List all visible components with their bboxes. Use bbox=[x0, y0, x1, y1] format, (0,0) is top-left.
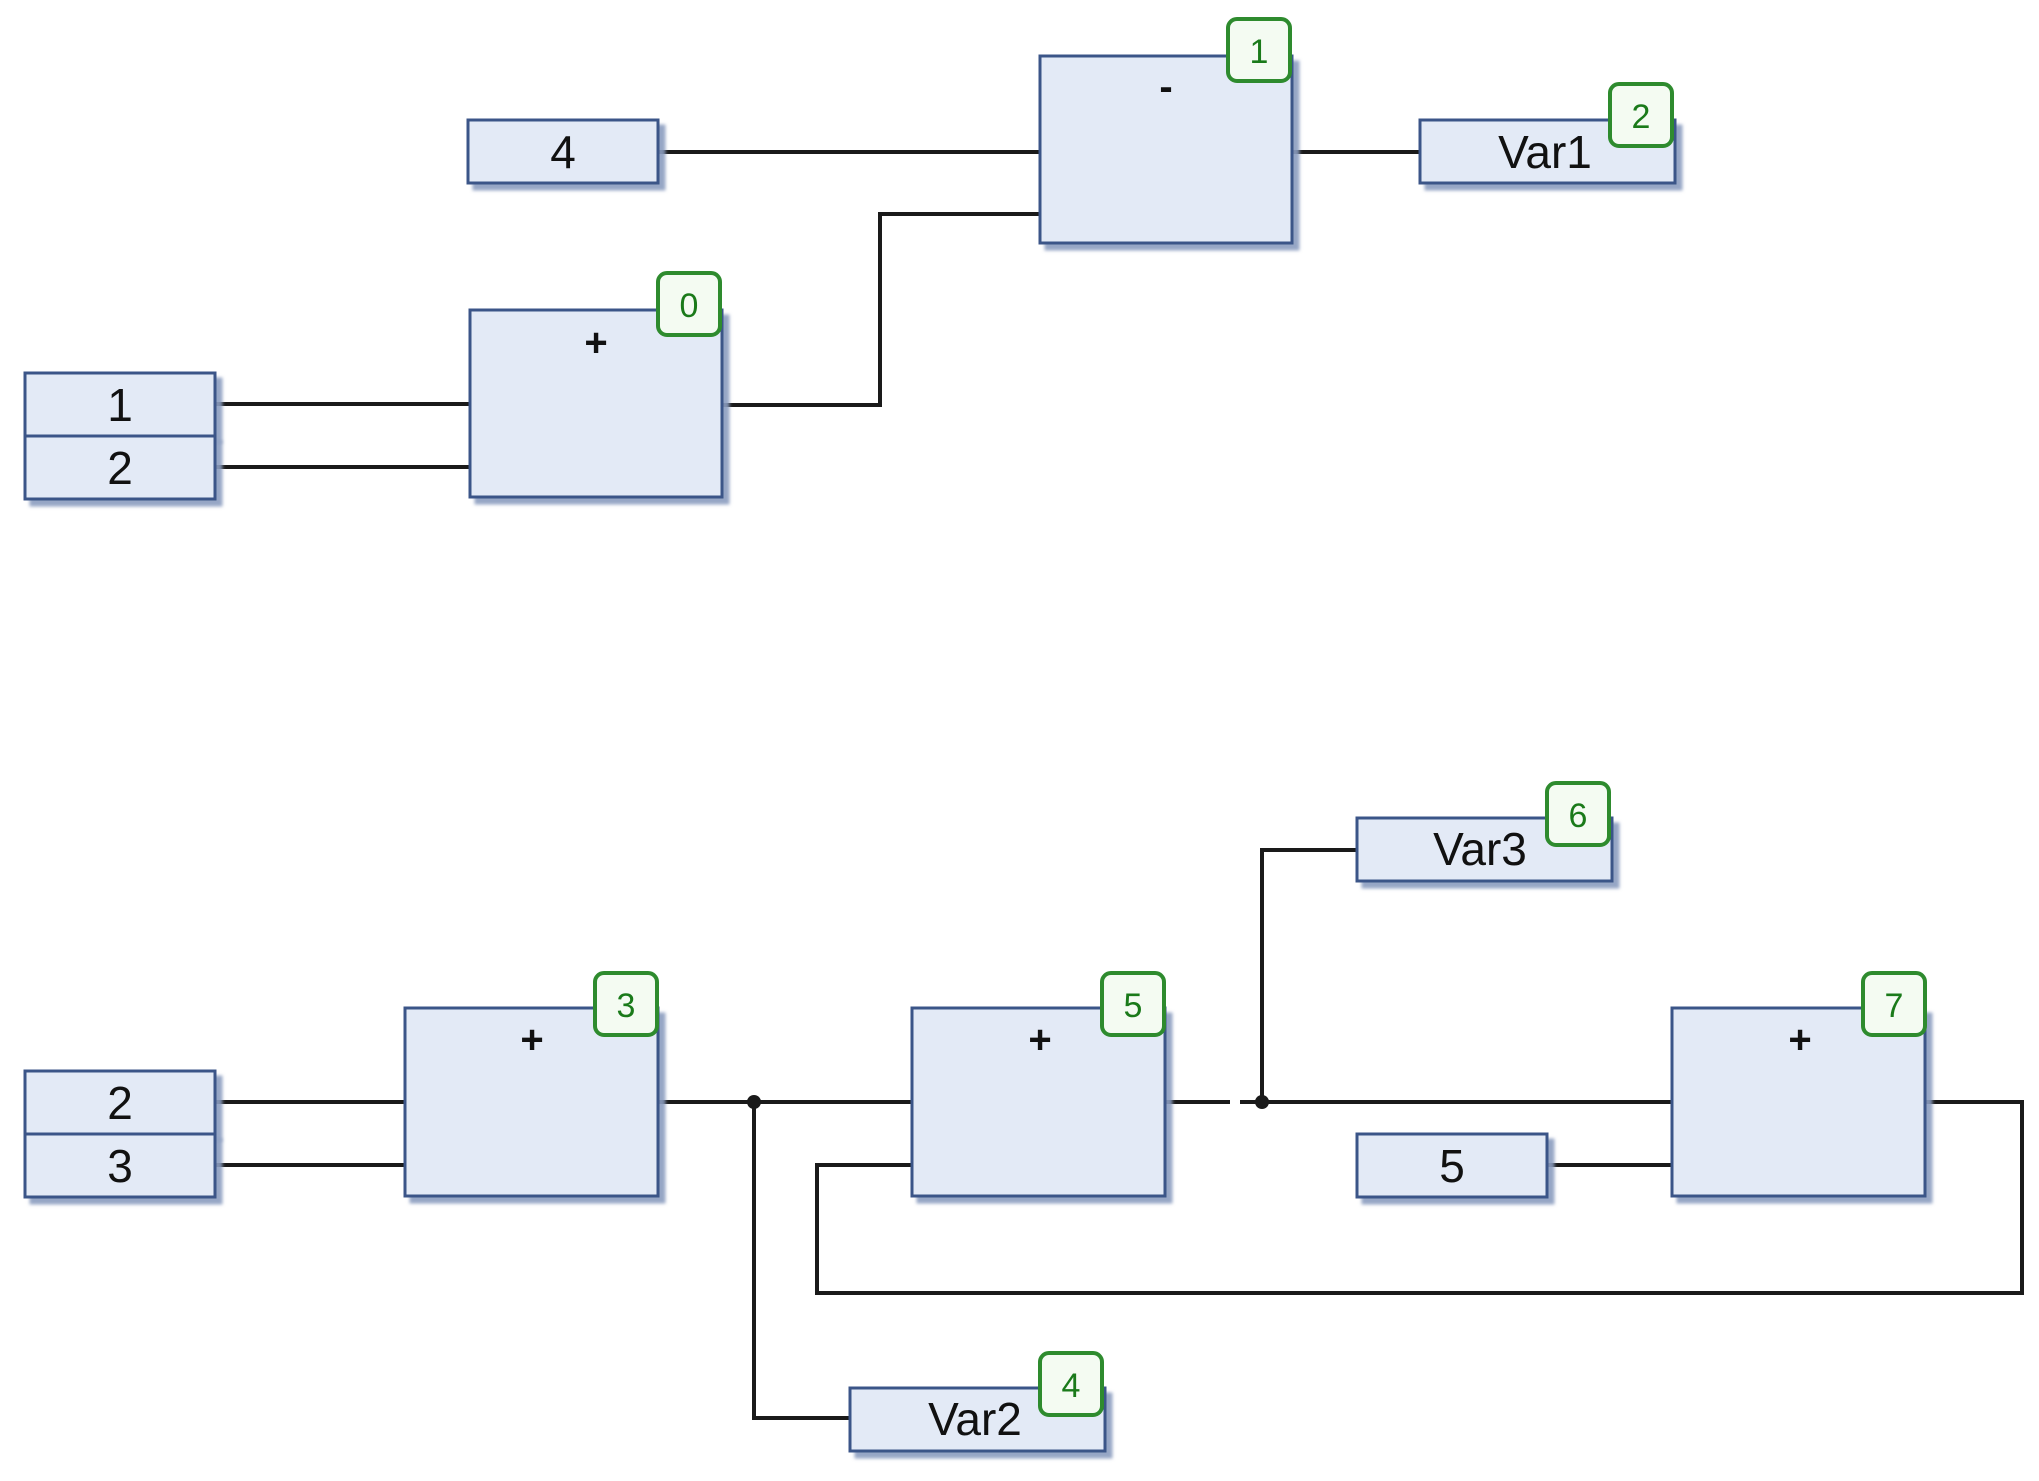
constant-block-5[interactable]: 5 bbox=[1355, 1132, 1549, 1199]
wire-junction-to-var3[interactable] bbox=[1260, 848, 1357, 1102]
execution-order-badge: 5 bbox=[1100, 971, 1166, 1037]
wire-junction-to-var2[interactable] bbox=[752, 1102, 850, 1420]
svg-text:4: 4 bbox=[1062, 1367, 1081, 1405]
constant-block-3[interactable]: 3 bbox=[23, 1132, 217, 1199]
svg-text:6: 6 bbox=[1569, 797, 1588, 835]
operator-symbol: + bbox=[584, 321, 607, 365]
wire-add-to-sub[interactable] bbox=[722, 212, 1040, 407]
operator-symbol: + bbox=[520, 1018, 543, 1062]
network1-wires bbox=[212, 150, 1420, 469]
constant-value: 4 bbox=[550, 126, 576, 178]
svg-text:1: 1 bbox=[1250, 33, 1269, 71]
svg-text:7: 7 bbox=[1885, 987, 1904, 1025]
junction-dot bbox=[747, 1095, 761, 1109]
variable-name: Var2 bbox=[928, 1393, 1022, 1445]
execution-order-badge: 6 bbox=[1545, 781, 1611, 847]
variable-block-var3[interactable]: Var3 bbox=[1355, 816, 1614, 883]
constant-block-4[interactable]: 4 bbox=[466, 118, 660, 185]
constant-block-2[interactable]: 2 bbox=[23, 434, 217, 501]
operator-symbol: + bbox=[1788, 1018, 1811, 1062]
operator-symbol: + bbox=[1028, 1018, 1051, 1062]
execution-order-badge: 2 bbox=[1608, 82, 1674, 148]
svg-text:0: 0 bbox=[680, 287, 699, 325]
execution-order-badge: 1 bbox=[1226, 17, 1292, 83]
variable-name: Var1 bbox=[1498, 126, 1592, 178]
junction-dot bbox=[1255, 1095, 1269, 1109]
add-block-3[interactable]: + bbox=[403, 1006, 660, 1198]
execution-order-badge: 4 bbox=[1038, 1351, 1104, 1417]
constant-value: 1 bbox=[107, 379, 133, 431]
constant-value: 5 bbox=[1439, 1140, 1465, 1192]
wire-add7-feedback-to-add5[interactable] bbox=[815, 1100, 2024, 1295]
operator-symbol: - bbox=[1159, 65, 1172, 109]
variable-name: Var3 bbox=[1433, 823, 1527, 875]
execution-order-badge: 3 bbox=[593, 971, 659, 1037]
constant-value: 2 bbox=[107, 442, 133, 494]
svg-text:3: 3 bbox=[617, 987, 636, 1025]
constant-value: 2 bbox=[107, 1077, 133, 1129]
constant-block-1[interactable]: 1 bbox=[23, 371, 217, 438]
svg-text:5: 5 bbox=[1124, 987, 1143, 1025]
execution-order-badge: 0 bbox=[656, 271, 722, 337]
execution-order-badge: 7 bbox=[1861, 971, 1927, 1037]
subtract-block-1[interactable]: - bbox=[1038, 54, 1294, 245]
constant-value: 3 bbox=[107, 1140, 133, 1192]
constant-block-2[interactable]: 2 bbox=[23, 1069, 217, 1136]
add-block-0[interactable]: + bbox=[468, 308, 724, 499]
add-block-5[interactable]: + bbox=[910, 1006, 1167, 1198]
svg-text:2: 2 bbox=[1632, 98, 1651, 136]
add-block-7[interactable]: + bbox=[1670, 1006, 1927, 1198]
network2-wires bbox=[212, 848, 2024, 1420]
